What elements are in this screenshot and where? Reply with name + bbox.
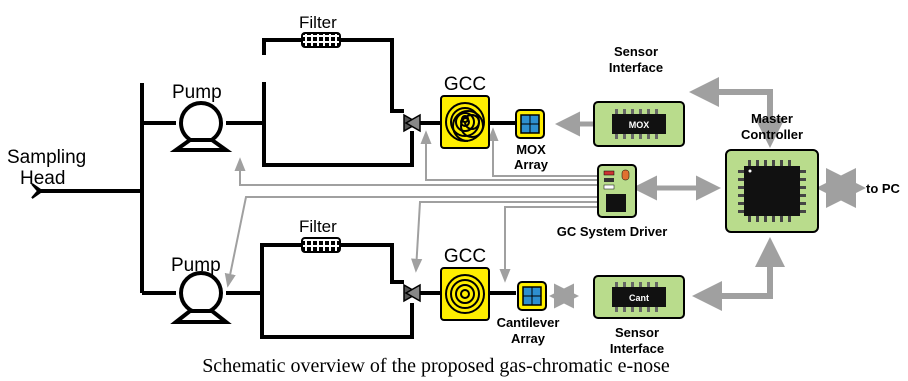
- cantilever-array: [517, 281, 547, 311]
- sampling-head-label-2: Head: [20, 168, 65, 189]
- pump-bottom-label: Pump: [171, 255, 221, 276]
- mox-array-label-1: MOX: [516, 142, 546, 157]
- mox-array: [515, 109, 545, 139]
- filter-top-label: Filter: [299, 13, 337, 32]
- sensor-interface-top-label-2: Interface: [609, 60, 663, 75]
- master-controller-label-2: Controller: [741, 127, 803, 142]
- gcc-top: [440, 95, 490, 149]
- ctrl-to-pump-top: [234, 157, 598, 186]
- sensor-interface-bottom-label-1: Sensor: [615, 325, 659, 340]
- pump-top: [169, 101, 233, 152]
- sensor-interface-bottom: Cant: [593, 275, 685, 319]
- gcc-bottom: [440, 267, 490, 321]
- cantilever-array-label-1: Cantilever: [497, 315, 560, 330]
- arrow-sensor-bottom-master: [692, 237, 785, 311]
- valve-bottom: [403, 283, 421, 303]
- ctrl-to-mox: [487, 127, 598, 177]
- sensor-interface-bottom-label-2: Interface: [610, 341, 664, 356]
- control-lines: [224, 127, 598, 288]
- filter-top: [301, 32, 341, 48]
- valve-top: [403, 113, 421, 133]
- chip-mox-label: MOX: [629, 120, 650, 130]
- figure-caption: Schematic overview of the proposed gas-c…: [202, 355, 670, 377]
- filter-bottom-label: Filter: [299, 217, 337, 236]
- master-controller-label-1: Master: [751, 111, 793, 126]
- arrow-sensor-top-master: [689, 77, 785, 148]
- pump-top-label: Pump: [172, 82, 222, 103]
- sampling-head-label-1: Sampling: [7, 147, 86, 168]
- ctrl-to-valve-top: [420, 130, 598, 181]
- to-pc-label: to PC: [866, 181, 901, 196]
- gc-system-driver-board: [597, 164, 637, 218]
- sampling-head-inlet: [31, 183, 44, 199]
- filter-bottom: [301, 237, 341, 253]
- gcc-bottom-label: GCC: [444, 246, 486, 267]
- ctrl-to-cant: [499, 206, 598, 283]
- cantilever-array-label-2: Array: [511, 331, 546, 346]
- pump-bottom: [170, 271, 232, 324]
- sensor-interface-top: MOX: [593, 101, 685, 147]
- gcc-top-label: GCC: [444, 74, 486, 95]
- sensor-interface-top-label-1: Sensor: [614, 44, 658, 59]
- ctrl-to-valve-bottom: [411, 201, 598, 273]
- chip-cant-label: Cant: [629, 293, 649, 303]
- ctrl-to-pump-bottom: [224, 196, 598, 288]
- master-controller-board: [725, 149, 819, 233]
- gc-system-driver-label: GC System Driver: [557, 224, 668, 239]
- gas-tubing: [40, 38, 516, 339]
- mox-array-label-2: Array: [514, 157, 549, 172]
